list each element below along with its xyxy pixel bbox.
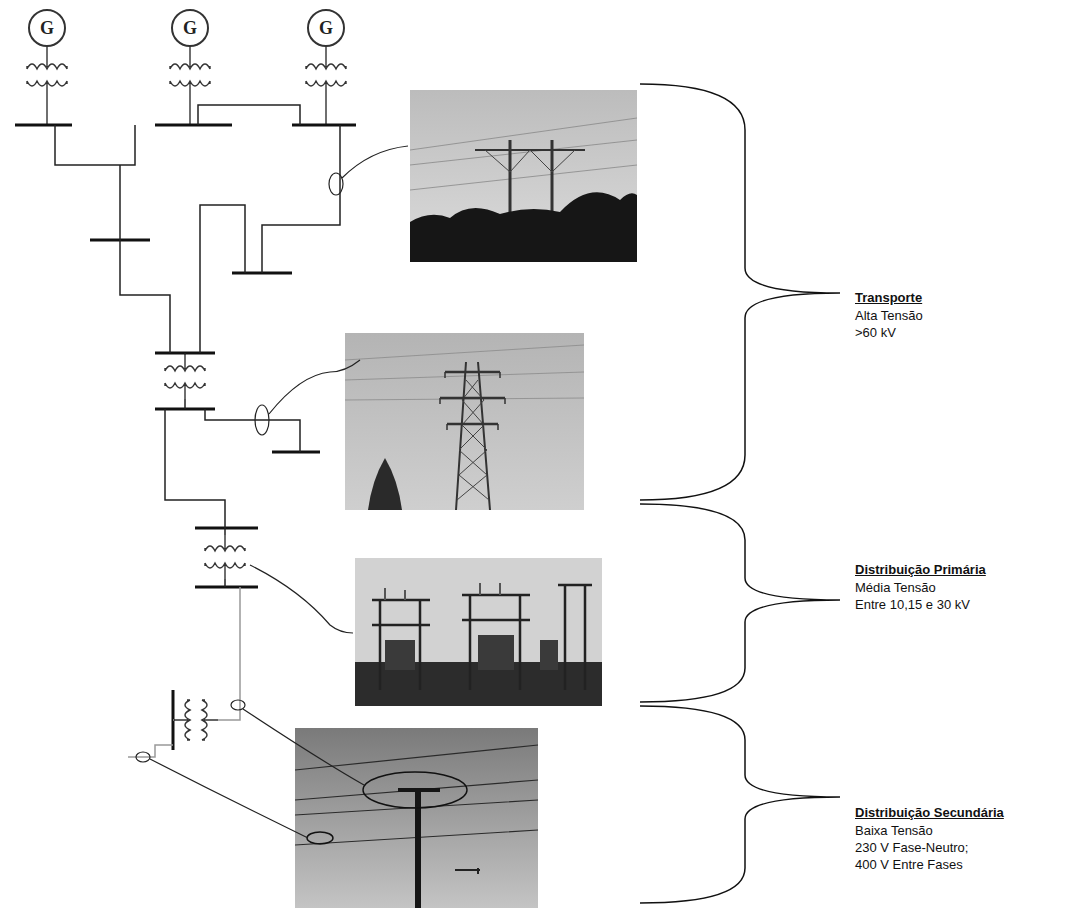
transmission-line [55, 105, 340, 587]
transformer-symbol [27, 47, 346, 740]
brace [640, 84, 840, 903]
photo-pole [295, 728, 538, 908]
voltage-level: Baixa Tensão [855, 823, 933, 839]
callout-ellipse [363, 772, 467, 808]
distribution-line [128, 587, 240, 757]
photo-lattice-tower [345, 333, 584, 510]
busbar [15, 125, 356, 750]
voltage-range: 400 V Entre Fases [855, 857, 963, 873]
photo-substation [355, 558, 602, 706]
voltage-range: 230 V Fase-Neutro; [855, 840, 968, 856]
callout-ellipse [136, 752, 150, 762]
callout-ellipse [307, 832, 333, 844]
callout-ellipse [255, 405, 269, 435]
generator-label: G [40, 19, 54, 37]
voltage-level: Média Tensão [855, 580, 936, 596]
voltage-level: Alta Tensão [855, 308, 923, 324]
generator-circle: G [171, 9, 209, 47]
section-heading: Transporte [855, 290, 922, 306]
leader-line [150, 759, 308, 838]
callout-ellipse [231, 700, 245, 710]
generator-circle: G [28, 9, 66, 47]
section-heading: Distribuição Secundária [855, 805, 1004, 821]
leader-line [269, 360, 360, 414]
section-heading: Distribuição Primária [855, 562, 986, 578]
generator-circle: G [307, 9, 345, 47]
leader-line [250, 565, 353, 633]
voltage-range: Entre 10,15 e 30 kV [855, 597, 970, 613]
callout-ellipse [329, 173, 343, 195]
leader-line [243, 709, 364, 785]
voltage-range: >60 kV [855, 325, 896, 341]
leader-line [342, 146, 408, 178]
photo-tower [410, 90, 637, 262]
generator-label: G [183, 19, 197, 37]
generator-label: G [319, 19, 333, 37]
